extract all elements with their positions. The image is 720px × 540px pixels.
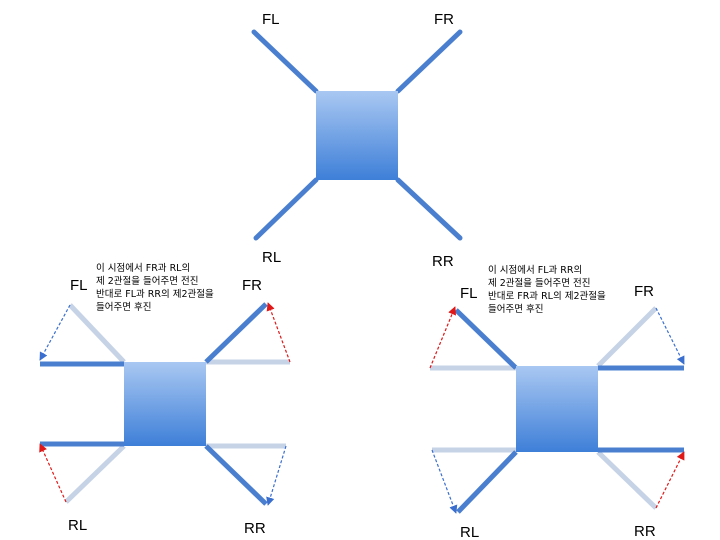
note-line: 들어주면 후진 [96, 302, 152, 313]
ghost-leg-fr [596, 306, 658, 368]
note-line: 들어주면 후진 [488, 304, 544, 315]
note-line: 이 시점에서 FL과 RR의 [488, 265, 583, 276]
leg-rl [456, 450, 518, 514]
leg-fl [251, 29, 319, 94]
arrow-fl [39, 304, 71, 361]
label-rl: RL [460, 524, 479, 540]
arrow-fr [266, 302, 291, 363]
gait-note-right: 이 시점에서 FL과 RR의 제 2관절을 들어주면 전진 반대로 FR과 RL… [488, 264, 606, 316]
arrow-rl [431, 449, 458, 514]
robot-body [516, 366, 598, 452]
note-line: 반대로 FL과 RR의 제2관절을 [96, 289, 214, 300]
note-line: 이 시점에서 FR과 RL의 [96, 263, 191, 274]
label-rl: RL [262, 249, 281, 266]
label-fl: FL [460, 285, 478, 302]
robot-body [124, 362, 206, 446]
gait-note-left: 이 시점에서 FR과 RL의 제 2관절을 들어주면 전진 반대로 FL과 RR… [96, 262, 214, 314]
note-line: 제 2관절을 들어주면 전진 [488, 278, 591, 289]
label-rr: RR [244, 520, 266, 537]
leg-rr [204, 444, 268, 506]
leg-fl [454, 308, 518, 370]
leg-fr [204, 302, 268, 364]
label-rl: RL [68, 517, 87, 534]
arrow-rr [266, 445, 287, 506]
arrow-rr [655, 451, 685, 509]
note-line: 제 2관절을 들어주면 전진 [96, 276, 199, 287]
leg-rr [395, 177, 463, 241]
arrow-rl [39, 443, 67, 503]
label-fl: FL [262, 11, 280, 28]
arrow-fl [429, 306, 457, 369]
note-line: 반대로 FR과 RL의 제2관절을 [488, 291, 606, 302]
robot-left: FL FR RL RR [39, 277, 291, 537]
robot-right: FL FR RL RR [429, 283, 685, 540]
leg-fr [395, 29, 463, 94]
label-rr: RR [634, 523, 656, 540]
ghost-leg-fl [68, 303, 126, 364]
ghost-leg-rl [64, 444, 126, 504]
leg-rl [253, 177, 319, 241]
arrow-fr [655, 307, 685, 365]
robot-body [316, 91, 398, 180]
label-rr: RR [432, 253, 454, 270]
ghost-leg-rr [596, 450, 658, 510]
label-fr: FR [242, 277, 262, 294]
label-fl: FL [70, 277, 88, 294]
label-fr: FR [434, 11, 454, 28]
robot-top: FL FR RL RR [251, 11, 463, 270]
label-fr: FR [634, 283, 654, 300]
